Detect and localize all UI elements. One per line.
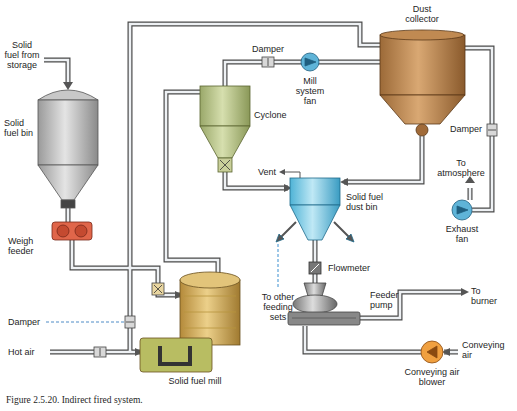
vent-label: Vent (258, 167, 280, 177)
dust-collector (380, 95, 465, 124)
mill-system-fan (301, 53, 319, 71)
mill-system-fan (305, 58, 316, 66)
pipework (44, 24, 492, 352)
cyclone (200, 86, 250, 126)
other-sets-line (278, 244, 279, 288)
exhaust-fan (452, 200, 472, 220)
solid-fuel-bin (38, 100, 98, 165)
inlet-label: Hot air (8, 347, 46, 357)
cyclone (220, 160, 230, 170)
equipment-label: Solid fuel dust bin (346, 192, 394, 212)
damper-label: Damper (450, 124, 486, 134)
feeder-pump (288, 283, 360, 325)
outlet-label: To burner (471, 286, 505, 306)
weigh-feeder (75, 225, 87, 237)
damper-label: Damper (248, 44, 288, 54)
cyclone (200, 126, 250, 158)
dust-collector (380, 30, 465, 136)
flow-arrowheads (63, 82, 475, 356)
dust-collector (416, 124, 428, 136)
solid-fuel-dust-bin (290, 178, 340, 205)
damper-label: Damper (8, 317, 46, 327)
flowmeter (309, 262, 321, 274)
source-label: Solid fuel from storage (4, 40, 40, 70)
solid-fuel-bin (61, 200, 75, 208)
vent-arrow (279, 169, 285, 175)
solid-fuel-mill (160, 346, 190, 364)
solid-fuel-dust-bin (280, 222, 350, 238)
weigh-feeder (57, 225, 69, 237)
dust-collector (380, 30, 464, 40)
flow-arrowheads (63, 82, 73, 90)
solid-fuel-mill (184, 296, 236, 328)
flow-arrowheads (461, 288, 469, 296)
outlet-label: To other feeding sets (256, 292, 300, 322)
dampers (100, 58, 496, 356)
exhaust-fan (457, 206, 468, 214)
vent-line (284, 172, 300, 178)
equipment-label: Conveying air blower (398, 367, 466, 387)
conveying-air-blower (421, 341, 443, 363)
equipment-label: Mill system fan (290, 76, 330, 106)
solid-fuel-mill (140, 272, 240, 372)
feeder-pump (293, 295, 337, 313)
figure-caption: Figure 2.5.20. Indirect fired system. (6, 395, 143, 405)
mill-inlet-valve (152, 283, 164, 295)
equipment-label: Dust collector (395, 4, 449, 24)
feeder-pump (304, 283, 326, 296)
damper-control-line (46, 322, 124, 323)
dust-collector (380, 35, 465, 95)
solid-fuel-mill (180, 272, 240, 288)
cyclone (218, 158, 232, 172)
solid-fuel-dust-bin (346, 234, 354, 242)
solid-fuel-mill (140, 338, 212, 372)
solid-fuel-bin (38, 90, 98, 100)
dampers (94, 57, 497, 357)
exhaust-fan (452, 200, 472, 220)
mill-inlet-valve (154, 285, 162, 293)
solid-fuel-dust-bin (290, 205, 340, 240)
flowmeter (309, 262, 321, 274)
pipework (44, 24, 492, 352)
pipework (44, 24, 492, 352)
weigh-feeder (52, 222, 92, 240)
equipment-label: Cyclone (254, 110, 299, 120)
solid-fuel-dust-bin (276, 234, 284, 242)
inlet-label: Conveying air (462, 340, 510, 360)
mill-system-fan (301, 53, 319, 71)
conveying-air-blower (421, 341, 443, 363)
flow-arrowheads (340, 178, 348, 186)
solid-fuel-bin (38, 165, 98, 200)
solid-fuel-dust-bin (276, 178, 354, 242)
equipment-label: Flowmeter (328, 263, 383, 273)
cyclone (200, 86, 250, 172)
mill-inlet-valve (152, 283, 164, 295)
equipment-label: Solid fuel mill (150, 376, 240, 386)
outlet-label: To atmosphere (436, 158, 486, 178)
flowmeter (311, 264, 319, 272)
equipment-label: Weigh feeder (8, 236, 46, 256)
solid-fuel-bin (38, 90, 98, 208)
feeder-pump (292, 318, 356, 319)
conveying-air-blower (427, 346, 437, 358)
weigh-feeder (52, 222, 92, 240)
equipment-label: Feeder pump (370, 290, 410, 310)
equipment-label: Exhaust fan (442, 224, 482, 244)
solid-fuel-mill (180, 280, 240, 345)
equipment-label: Solid fuel bin (4, 118, 36, 138)
feeder-pump (288, 312, 360, 325)
